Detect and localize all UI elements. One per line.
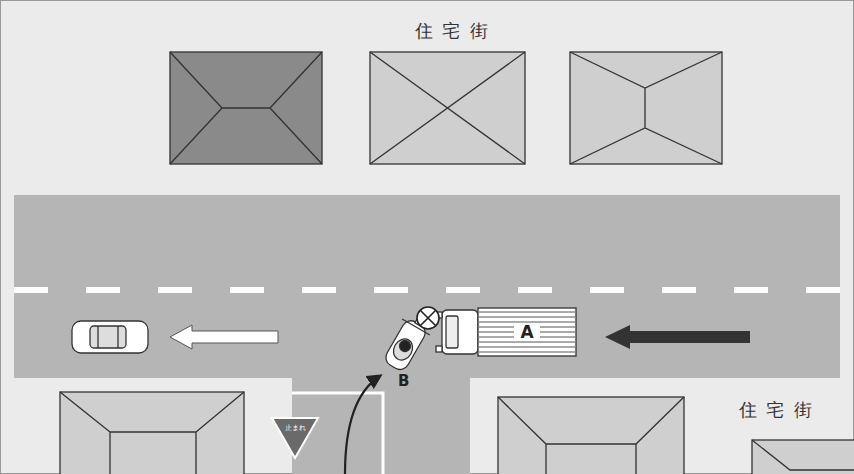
truck-body [478,308,576,356]
center-line [14,287,840,293]
house [60,392,854,474]
car [72,321,148,353]
area-label: 住 宅 街 [415,22,489,40]
vehicle-label: B [398,374,409,389]
path-arrow [345,376,380,474]
truck-box: A [478,308,576,356]
area-label: 住 宅 街 [739,401,813,419]
motorcycle [379,309,436,375]
side-road [292,370,470,474]
house [170,52,722,164]
truck-cab [436,310,478,354]
vehicle-label: A [514,323,539,342]
stop-sign-text: 止まれ [285,425,306,432]
stop-sign [272,418,318,458]
direction-arrow [170,325,278,349]
main-road [14,195,840,378]
direction-arrow [605,325,750,349]
truck-body-stripes [479,312,575,352]
collision-mark [417,307,439,329]
